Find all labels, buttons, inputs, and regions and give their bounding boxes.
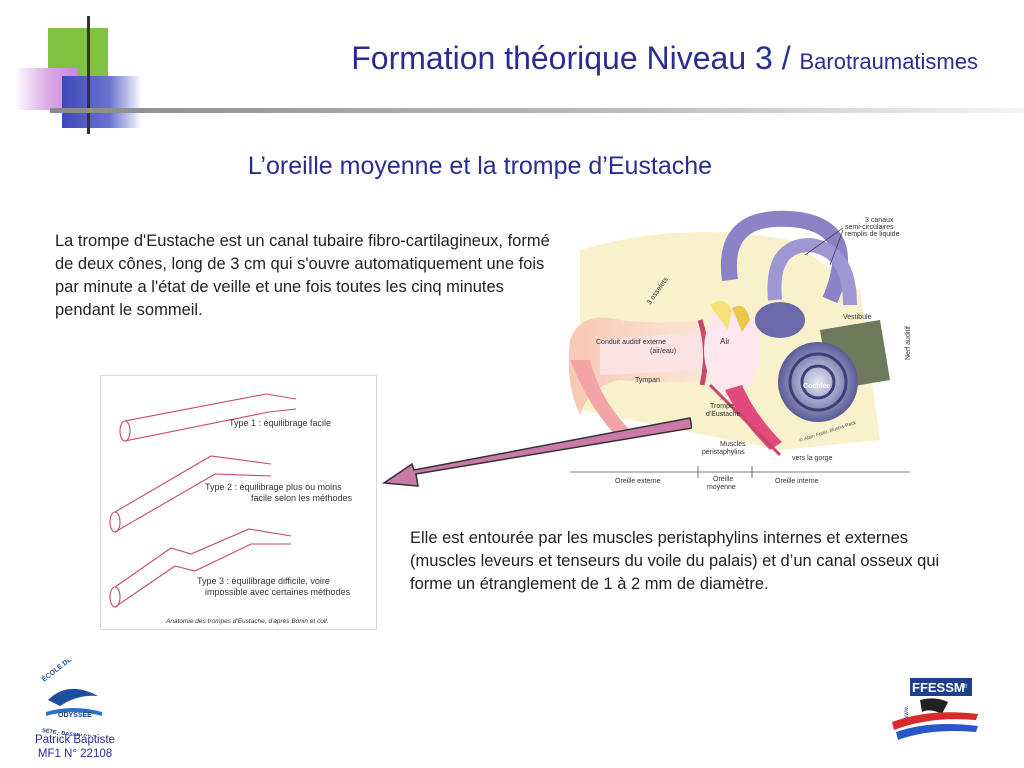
ear-label-nerf: Nerf auditif [905,326,912,360]
tube-label-type3-2: impossible avec certaines méthodes [205,587,351,597]
logo-ffessm-text: FFESSM [912,680,965,695]
logo-ffessm-tld: .fr [962,684,967,690]
logo-school-name: ODYSSÉE [58,710,92,719]
slide-title-sub: Barotraumatismes [799,49,978,74]
tube-diagram-caption: Anatomie des trompes d'Eustache, d'après… [165,618,329,625]
tube-label-type3-1: Type 3 : équilibrage difficile, voire [197,576,330,586]
ear-label-muscles-1: Muscles [720,441,746,448]
ear-label-gorge: vers la gorge [792,455,833,462]
logo-school-top: ÉCOLE DE PLONGÉE [40,660,103,684]
tube-label-type2-2: facile selon les méthodes [251,493,353,503]
ear-label-conduit-1: Conduit auditif externe [596,339,666,346]
decor-vertical-line [87,16,90,134]
tube-label-type2-1: Type 2 : équilibrage plus ou moins [205,482,342,492]
ear-label-canaux-1: 3 canaux [865,217,894,224]
ear-label-vestibule: Vestibule [843,314,872,321]
paragraph-trompe: La trompe d'Eustache est un canal tubair… [55,232,550,319]
ear-label-muscles-2: péristaphylins [702,449,745,456]
slide-title-main: Formation théorique Niveau 3 / [351,40,800,76]
ear-label-cochlee: Cochlée [803,383,830,390]
pointer-arrow [381,417,692,487]
ear-label-tympan: Tympan [635,377,660,384]
author-name: Patrick Baptiste [35,734,115,746]
ear-label-canaux-3: remplis de liquide [845,231,900,238]
eustachian-tube-types-diagram: Type 1 : équilibrage facile Type 2 : équ… [100,375,377,630]
decor-blue-square [62,76,142,128]
author-id: MF1 N° 22108 [37,748,113,760]
ear-label-trompe-2: d'Eustache [706,411,741,418]
slide-subtitle: L’oreille moyenne et la trompe d’Eustach… [247,152,713,180]
ear-label-oreille-interne: Oreille interne [775,478,819,485]
header-divider [50,108,1024,113]
ear-label-oreille-externe: Oreille externe [615,478,661,485]
ffessm-logo: FFESSM .fr www. [892,678,978,740]
author-info: Patrick Baptiste MF1 N° 22108 [20,733,130,761]
slide-title: Formation théorique Niveau 3 / Barotraum… [351,40,978,77]
ecole-plongee-logo: ÉCOLE DE PLONGÉE ODYSSÉE SÈTE - BASSIN D… [40,660,108,736]
ear-label-oreille-moyenne-1: Oreille [713,476,733,483]
ear-label-oreille-moyenne-2: moyenne [707,484,736,491]
ear-anatomy-illustration: 3 canaux semi-circulaires remplis de liq… [568,210,912,491]
ear-label-conduit-2: (air/eau) [650,348,676,355]
logo-ffessm-www: www. [904,705,910,721]
tube-label-type1: Type 1 : équilibrage facile [229,418,331,428]
ear-label-canaux-2: semi-circulaires [845,224,894,231]
ear-label-air: Air [720,337,730,346]
paragraph-muscles: Elle est entourée par les muscles perist… [410,529,940,593]
ear-label-trompe-1: Trompe [710,403,734,410]
